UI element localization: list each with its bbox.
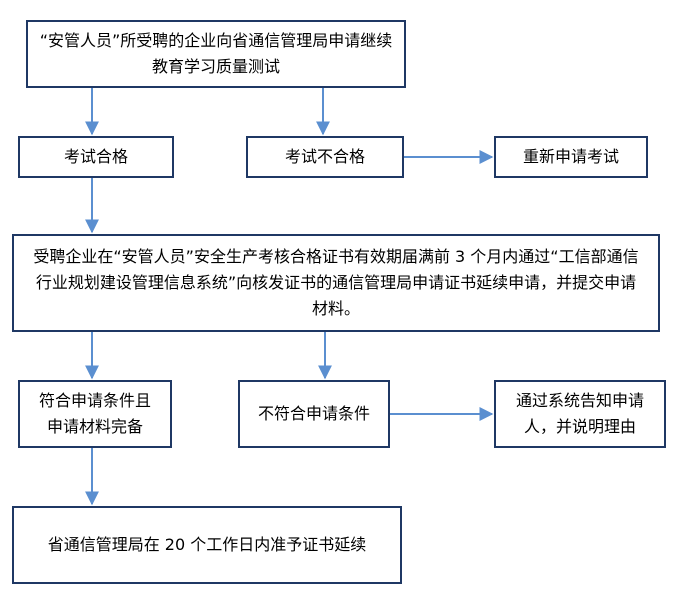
apply-test-text: “安管人员”所受聘的企业向省通信管理局申请继续教育学习质量测试 (39, 31, 393, 76)
notify-applicant-box: 通过系统告知申请人，并说明理由 (494, 380, 666, 448)
approve-renewal-text: 省通信管理局在 20 个工作日内准予证书延续 (47, 535, 367, 554)
renewal-request-box: 受聘企业在“安管人员”安全生产考核合格证书有效期届满前 3 个月内通过“工信部通… (12, 234, 660, 332)
eligible-box: 符合申请条件且申请材料完备 (18, 380, 172, 448)
exam-pass-box: 考试合格 (18, 136, 174, 178)
ineligible-box: 不符合申请条件 (238, 380, 390, 448)
ineligible-text: 不符合申请条件 (257, 404, 370, 423)
approve-renewal-box: 省通信管理局在 20 个工作日内准予证书延续 (12, 506, 402, 584)
exam-pass-text: 考试合格 (63, 147, 128, 166)
apply-test-box: “安管人员”所受聘的企业向省通信管理局申请继续教育学习质量测试 (26, 20, 406, 88)
exam-fail-text: 考试不合格 (284, 147, 365, 166)
notify-applicant-text: 通过系统告知申请人，并说明理由 (515, 391, 644, 436)
reapply-exam-text: 重新申请考试 (522, 147, 619, 166)
eligible-text: 符合申请条件且申请材料完备 (38, 391, 151, 436)
reapply-exam-box: 重新申请考试 (494, 136, 648, 178)
exam-fail-box: 考试不合格 (246, 136, 404, 178)
renewal-request-text: 受聘企业在“安管人员”安全生产考核合格证书有效期届满前 3 个月内通过“工信部通… (33, 247, 639, 318)
